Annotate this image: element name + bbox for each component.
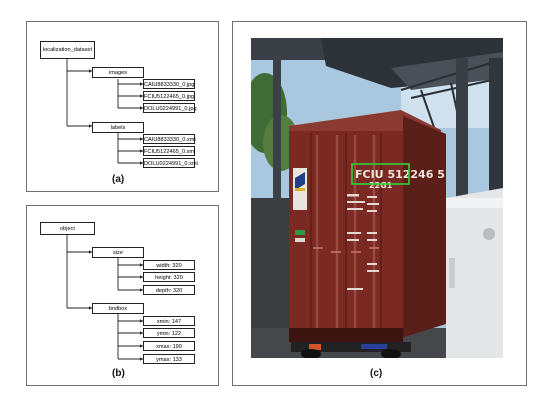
node-label-file: DOLU0224991_0.xml xyxy=(143,158,198,168)
node-image-file: DOLU0224991_0.jpg xyxy=(143,103,197,113)
container-photo: FCIU 512246 5 22G1 xyxy=(251,38,503,358)
node-label-file: CAIU8833330_0.xml xyxy=(143,134,196,144)
node-images-folder: images xyxy=(92,67,144,78)
node-bndbox: bndbox xyxy=(92,303,144,314)
node-root-object: object xyxy=(40,222,95,235)
node-size: size xyxy=(92,247,144,258)
node-image-file: FCIU5122465_0.jpg xyxy=(143,91,195,101)
node-root-localization-dataset: localization_dataset xyxy=(40,41,95,59)
node-bndbox-field: xmax: 190 xyxy=(143,341,195,351)
node-size-field: depth: 320 xyxy=(143,285,195,295)
node-bndbox-field: ymin: 122 xyxy=(143,328,195,338)
container-code-text: FCIU 512246 5 xyxy=(355,168,445,181)
node-size-field: width: 320 xyxy=(143,260,195,270)
panel-b-caption: (b) xyxy=(112,368,125,379)
node-image-file: CAIU8833330_0.jpg xyxy=(143,79,195,89)
bounding-box xyxy=(351,163,410,185)
node-bndbox-field: ymax: 133 xyxy=(143,354,195,364)
node-bndbox-field: xmin: 147 xyxy=(143,316,195,326)
node-labels-folder: labels xyxy=(92,122,144,133)
container-type-text: 22G1 xyxy=(369,181,393,190)
node-size-field: height: 320 xyxy=(143,272,195,282)
node-label-file: FCIU5122465_0.xml xyxy=(143,146,195,156)
panel-c-caption: (c) xyxy=(370,368,383,379)
panel-a-caption: (a) xyxy=(112,174,125,185)
